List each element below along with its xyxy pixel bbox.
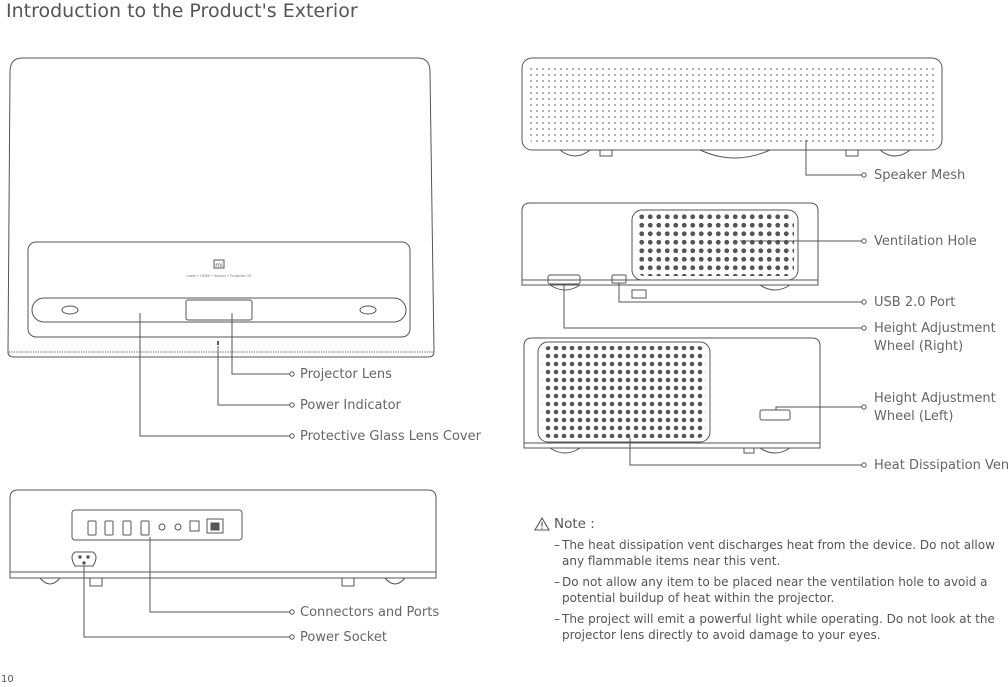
front-panel-print: Laser • HDMI • Xiaomi • Projector 2S [187,274,253,278]
protective-glass-lens-cover [31,297,407,323]
front-view [7,57,435,437]
label-ventilation-hole: Ventilation Hole [874,234,977,249]
connector-panel [71,509,243,541]
note-item-1: –The heat dissipation vent discharges he… [554,538,995,568]
speaker-mesh [530,64,934,144]
label-protective-cover: Protective Glass Lens Cover [300,429,481,444]
label-height-right-1: Height Adjustment [874,321,996,336]
label-markers [289,172,867,640]
svg-text:mi: mi [215,262,223,269]
projector-lens [185,299,253,321]
page-title: Introduction to the Product's Exterior [6,0,358,22]
front-panel [27,241,411,338]
usb-port [611,274,627,284]
note-block: Note : –The heat dissipation vent discha… [534,516,1008,643]
label-power-socket: Power Socket [300,630,387,645]
heat-dissipation-vent [542,346,706,438]
height-adjustment-wheel-left [759,409,791,421]
note-heading: Note : [534,516,1008,532]
top-view [521,57,943,176]
label-height-left-2: Wheel (Left) [874,409,954,424]
back-view [9,489,437,638]
left-side-view [523,337,862,466]
note-heading-text: Note : [554,516,595,532]
label-heat-vent: Heat Dissipation Vent [874,458,1008,473]
label-usb-port: USB 2.0 Port [874,295,956,310]
label-height-right-2: Wheel (Right) [874,339,964,354]
right-side-view [521,202,862,329]
label-projector-lens: Projector Lens [300,367,392,382]
warning-icon [534,517,550,531]
label-connectors-ports: Connectors and Ports [300,605,440,620]
label-height-left-1: Height Adjustment [874,391,996,406]
page-number: 10 [1,674,14,685]
note-item-3: –The project will emit a powerful light … [554,612,995,642]
power-socket [71,551,97,567]
note-item-2: –Do not allow any item to be placed near… [554,575,988,605]
label-power-indicator: Power Indicator [300,398,401,413]
ventilation-hole [636,214,794,276]
mi-logo: mi [213,259,225,269]
label-speaker-mesh: Speaker Mesh [874,168,966,183]
